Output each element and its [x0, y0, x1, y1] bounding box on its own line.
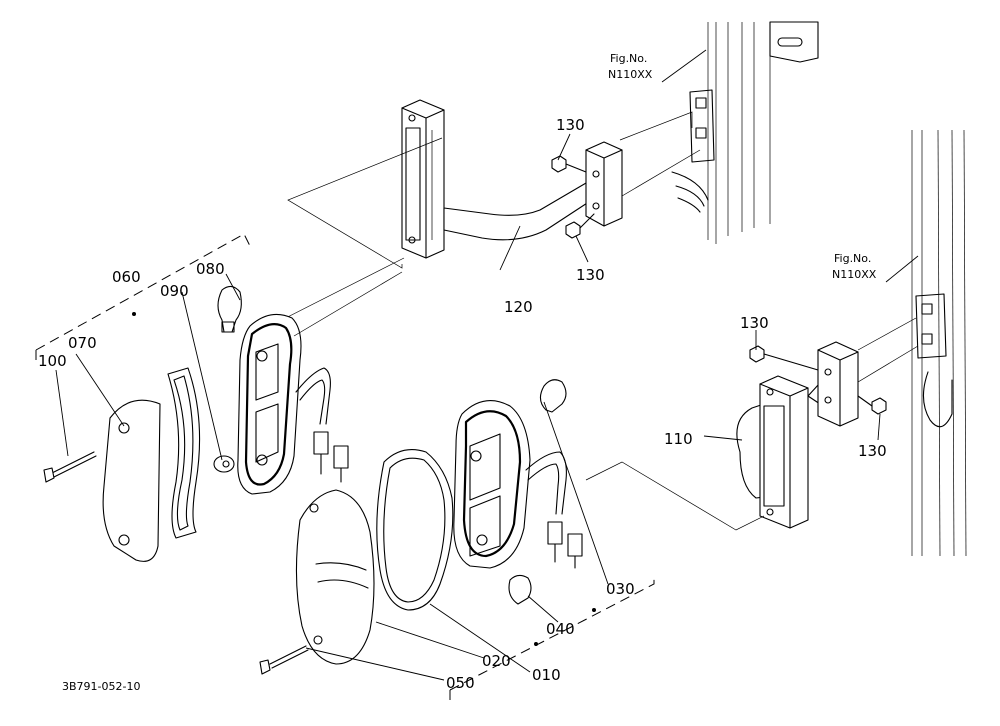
- bolt-130-lower-b: [857, 395, 887, 415]
- fig-ref-number: N110XX: [832, 268, 877, 281]
- leader-lines: [55, 133, 881, 681]
- reference-dots: [132, 312, 596, 646]
- lens-070: [102, 399, 161, 562]
- label-050: 050: [446, 674, 475, 692]
- light-assembly-110: [736, 341, 859, 529]
- fig-reference-upper: Fig.No. N110XX: [608, 49, 707, 83]
- fig-ref-label: Fig.No.: [834, 252, 871, 265]
- label-080: 080: [196, 260, 225, 278]
- label-100: 100: [38, 352, 67, 370]
- screw-050: [259, 645, 309, 675]
- vehicle-frame-lower: [911, 129, 967, 557]
- assembly-lines-lamps: [293, 271, 403, 337]
- label-030: 030: [606, 580, 635, 598]
- bracket-120: [401, 99, 623, 259]
- label-120: 120: [504, 298, 533, 316]
- label-130-lower-a: 130: [740, 314, 769, 332]
- gasket-090: [167, 367, 201, 539]
- label-020: 020: [482, 652, 511, 670]
- label-110: 110: [664, 430, 693, 448]
- bulb-080: [217, 285, 242, 333]
- bulb-040: [508, 574, 532, 605]
- lamp-body-060: [237, 313, 349, 495]
- bolt-130-lower-a: [749, 345, 819, 371]
- bulb-030-top: [539, 379, 567, 413]
- diagram-id: 3B791-052-10: [62, 680, 140, 693]
- fig-ref-number: N110XX: [608, 68, 653, 81]
- vehicle-frame-upper: [671, 21, 819, 244]
- bolt-130-upper-a: [551, 155, 587, 173]
- label-130-upper-a: 130: [556, 116, 585, 134]
- fig-reference-lower: Fig.No. N110XX: [832, 252, 919, 283]
- socket-small: [213, 455, 235, 473]
- right-group-boundary: [449, 574, 655, 700]
- label-090: 090: [160, 282, 189, 300]
- left-group-boundary: [35, 233, 251, 362]
- fig-ref-label: Fig.No.: [610, 52, 647, 65]
- label-060: 060: [112, 268, 141, 286]
- label-010: 010: [532, 666, 561, 684]
- lens-010: [295, 489, 375, 665]
- label-070: 070: [68, 334, 97, 352]
- screw-100: [43, 451, 97, 483]
- gasket-020: [376, 449, 454, 611]
- lamp-body-030: [453, 400, 583, 569]
- part-labels: 060 080 090 070 100 120 130 130 130 130 …: [38, 116, 887, 692]
- assembly-lines-lower: [585, 317, 919, 531]
- label-130-upper-b: 130: [576, 266, 605, 284]
- assembly-lines-upper: [261, 111, 701, 331]
- label-130-lower-b: 130: [858, 442, 887, 460]
- bolt-130-upper-b: [565, 213, 595, 239]
- label-040: 040: [546, 620, 575, 638]
